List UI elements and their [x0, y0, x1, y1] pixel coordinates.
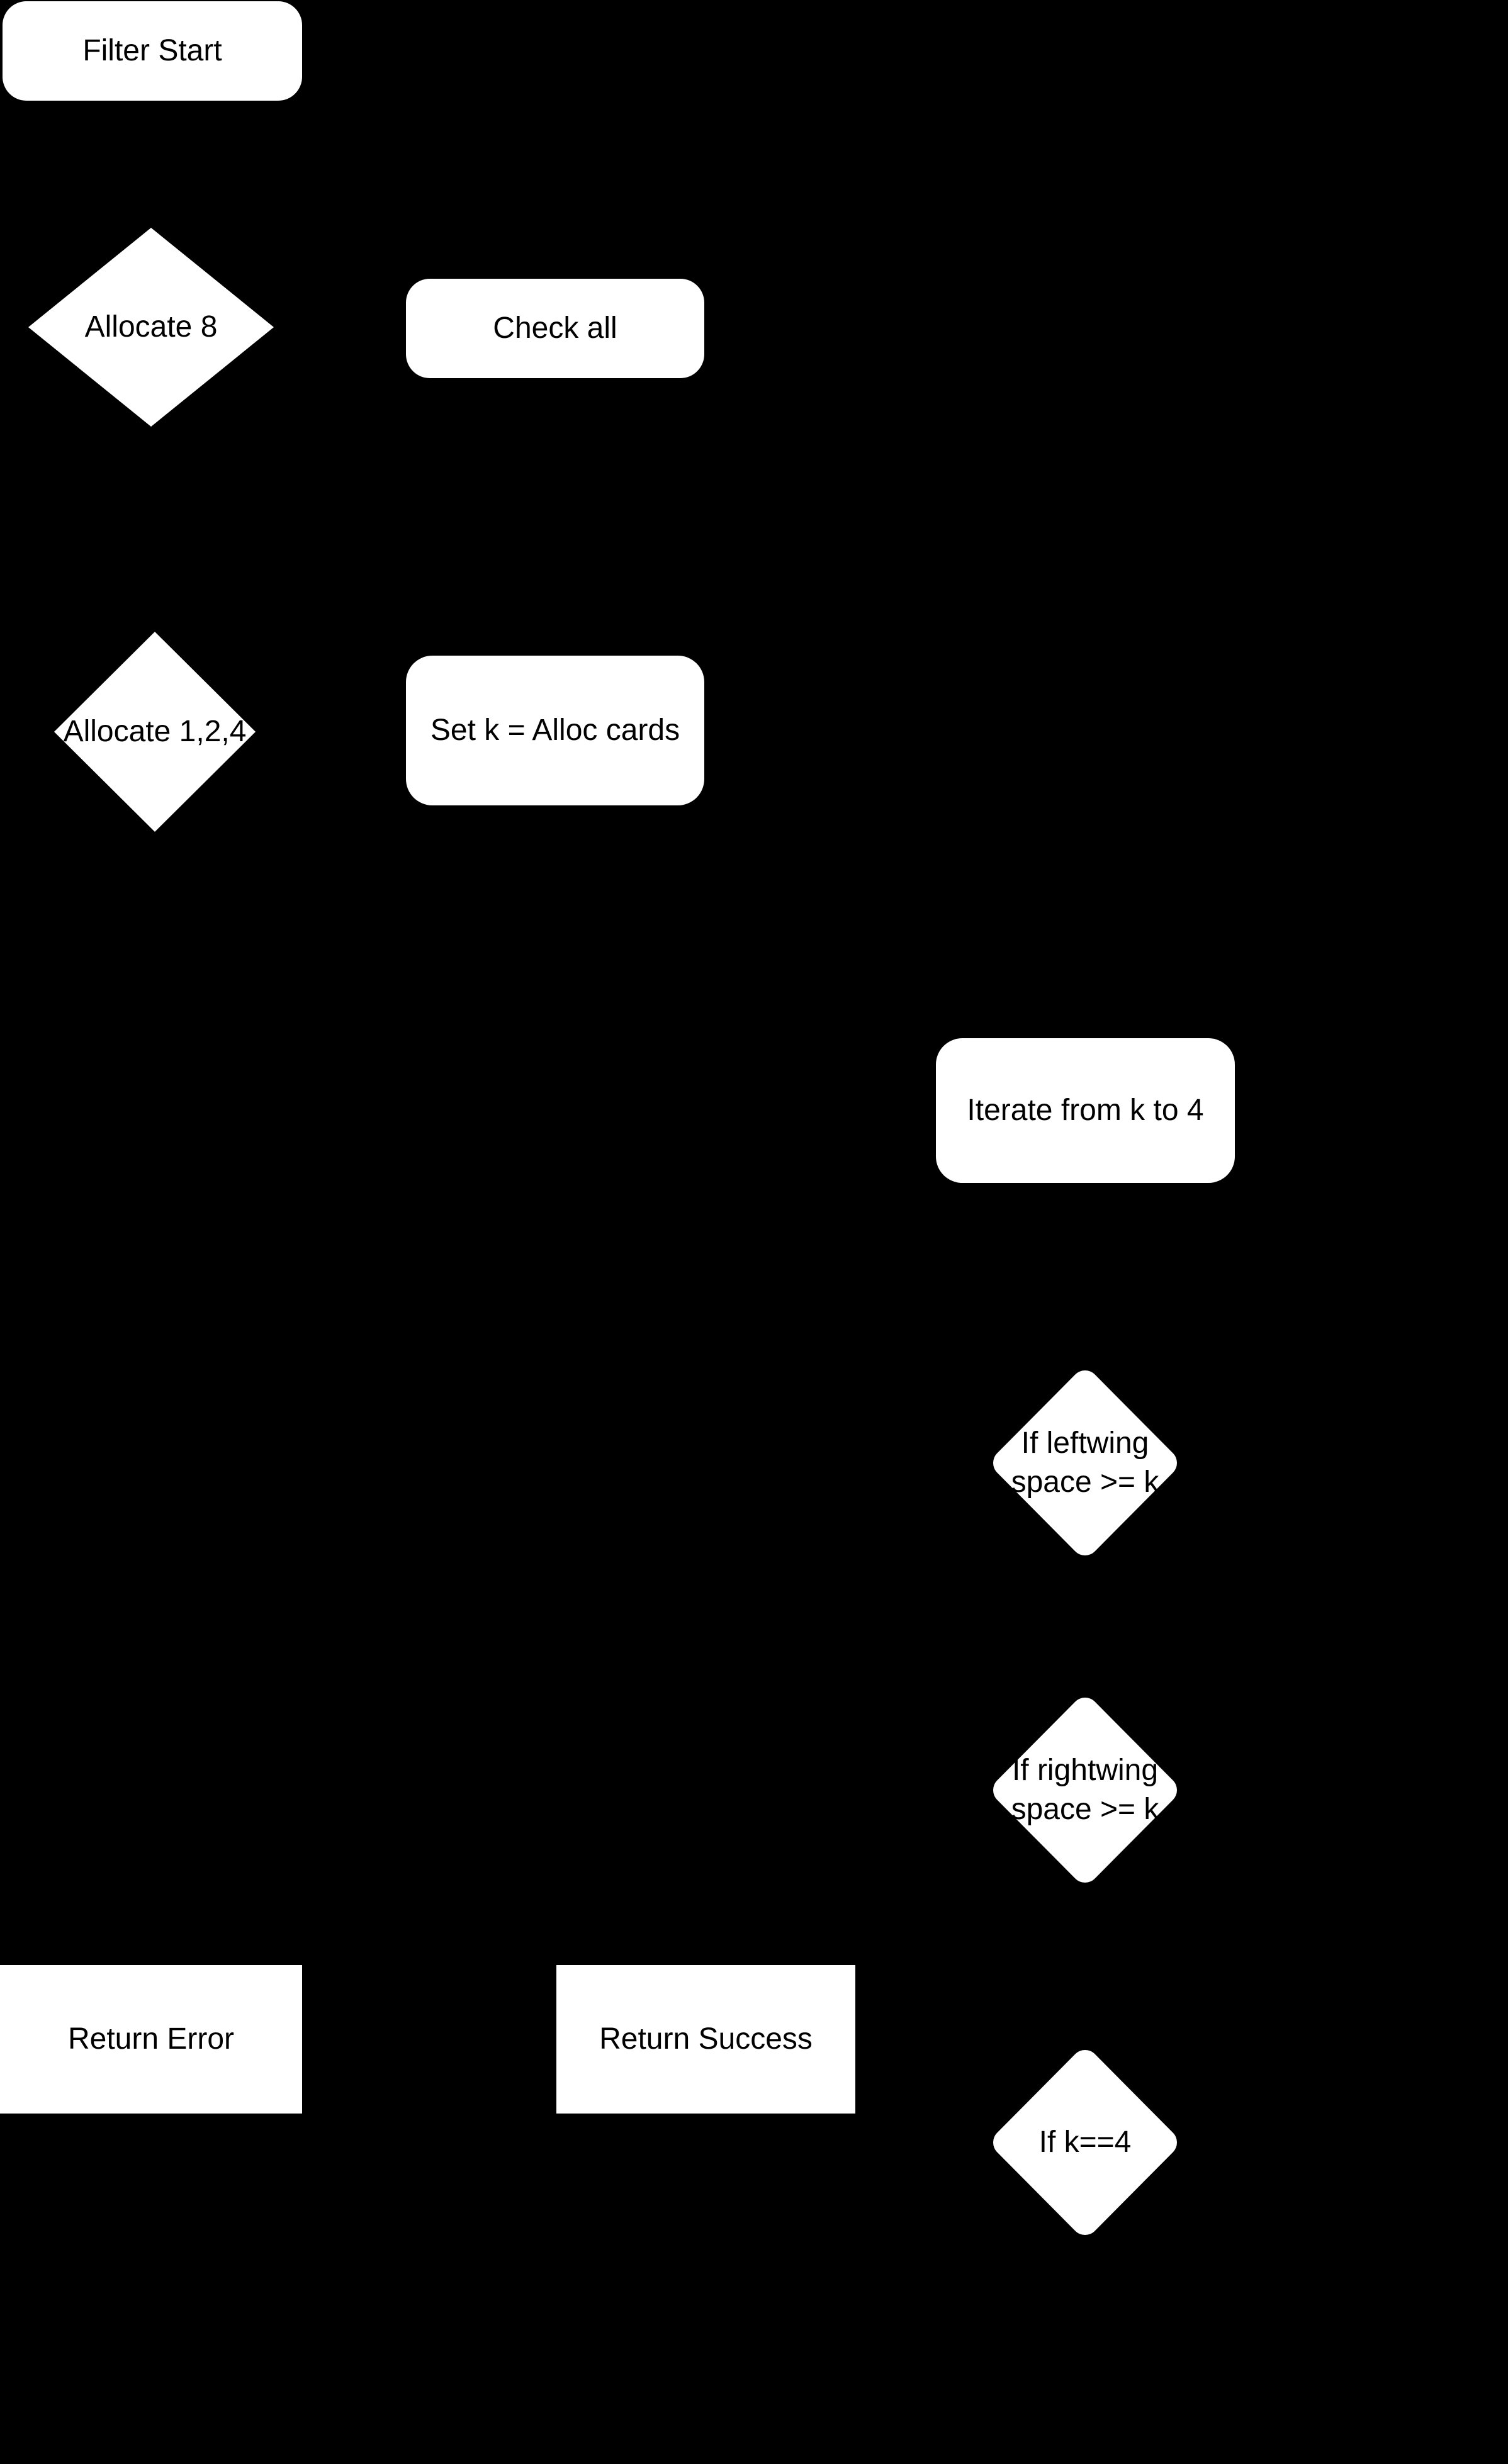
node-return-error-label: Return Error [67, 2022, 235, 2056]
node-if-leftwing-decision: If leftwing space >= k [993, 1370, 1177, 1555]
node-iterate: Iterate from k to 4 [936, 1038, 1235, 1183]
node-allocate-124-decision: Allocate 1,2,4 [54, 632, 256, 832]
node-if-k4-decision: If k==4 [993, 2050, 1177, 2235]
rounded-diamond-shape [993, 1370, 1177, 1555]
node-allocate-8-decision: Allocate 8 [28, 228, 274, 427]
node-return-success: Return Success [556, 1965, 855, 2114]
rounded-diamond-shape [993, 1698, 1177, 1883]
node-filter-start: Filter Start [3, 1, 302, 101]
node-if-rightwing-decision: If rightwing space >= k [993, 1698, 1177, 1883]
rounded-diamond-shape [993, 2050, 1177, 2235]
node-set-k-label: Set k = Alloc cards [430, 713, 680, 747]
node-return-error: Return Error [0, 1965, 302, 2114]
node-check-all-label: Check all [493, 311, 617, 345]
node-allocate-124-label: Allocate 1,2,4 [63, 714, 247, 748]
diamond-shape [28, 228, 274, 427]
node-if-k4-label: If k==4 [1038, 2125, 1132, 2159]
node-return-success-label: Return Success [599, 2022, 813, 2056]
node-if-rightwing-label: If rightwing space >= k [1011, 1753, 1159, 1826]
node-filter-start-label: Filter Start [82, 33, 222, 67]
node-check-all: Check all [406, 279, 704, 378]
node-set-k: Set k = Alloc cards [406, 656, 704, 805]
node-if-leftwing-label: If leftwing space >= k [1011, 1426, 1159, 1499]
node-allocate-8-label: Allocate 8 [84, 310, 218, 344]
node-iterate-label: Iterate from k to 4 [967, 1093, 1204, 1127]
diamond-shape [54, 632, 256, 832]
